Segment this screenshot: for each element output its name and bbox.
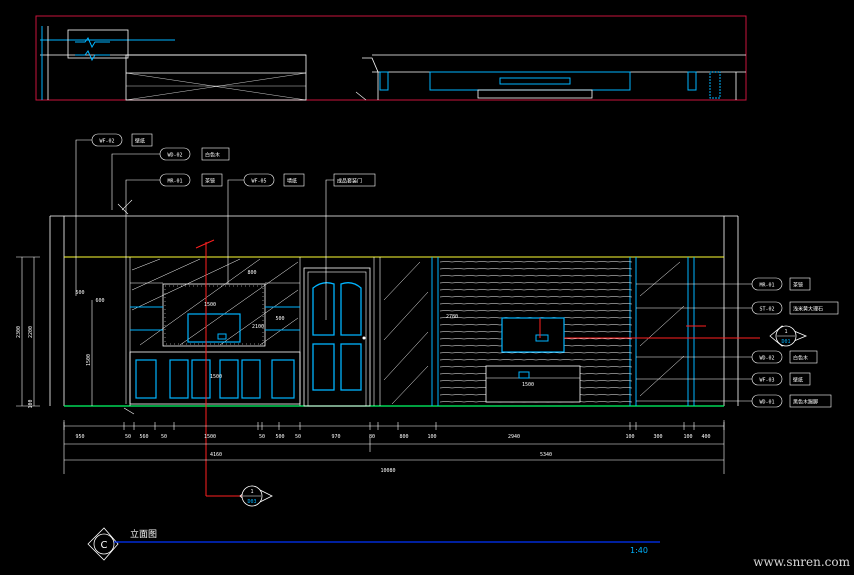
right-material-note-box (789, 277, 811, 291)
dimension-ticks (63, 422, 725, 430)
tv-console (485, 317, 581, 403)
ceiling-section-frame (35, 15, 747, 101)
section-callout-bottom: 1 D03 (239, 485, 273, 507)
dimension-value: 80 (369, 434, 375, 440)
dimension-value: 100 (625, 434, 634, 440)
right-material-note: 壁纸 (793, 377, 803, 384)
dimension-vertical: 2200 (28, 326, 34, 338)
right-material-note-box (789, 301, 839, 315)
dimension-value: 500 (275, 434, 284, 440)
dimension-value: 50 (259, 434, 265, 440)
marble-wall (439, 261, 633, 403)
elevation-outline (49, 215, 739, 407)
dimension-interior: 2780 (446, 314, 458, 320)
right-material-note-box (789, 372, 811, 386)
dimension-interior: 500 (275, 316, 284, 322)
dimension-vertical: 1500 (86, 354, 92, 366)
dimension-vertical: 2300 (16, 326, 22, 338)
annotation-leaders (75, 139, 334, 415)
dimension-texts: 950 50 560 50 1500 50 500 50 970 80 800 100 2940 100 3… (16, 270, 711, 474)
callout-bottom-number: 1 (250, 489, 253, 495)
material-note: 白色木 (205, 152, 220, 159)
right-material-tag (751, 350, 783, 364)
right-material-note: 茶镜 (793, 282, 803, 289)
dimension-value: 560 (139, 434, 148, 440)
dimension-interior: 2100 (252, 324, 264, 330)
dimension-interior: 1500 (210, 374, 222, 380)
callout-bottom-sheet: D03 (247, 499, 256, 505)
right-material-tag (751, 372, 783, 386)
material-tag-code: MR-01 (167, 179, 182, 185)
material-note: 墙纸 (287, 178, 297, 185)
drawing-scale: 1:40 (630, 546, 648, 555)
dimension-total: 5340 (540, 452, 552, 458)
dimension-vertical: 100 (28, 399, 34, 408)
material-tag (159, 147, 191, 161)
right-material-tag (751, 301, 783, 315)
dimension-value: 400 (701, 434, 710, 440)
dimension-value: 50 (125, 434, 131, 440)
callout-right-sheet: D01 (781, 339, 790, 345)
dimension-value: 970 (331, 434, 340, 440)
ceiling-section (35, 15, 747, 101)
right-material-code: ST-02 (759, 307, 774, 313)
right-material-note: 白色木 (793, 355, 808, 362)
material-tag-code: WF-05 (251, 179, 266, 185)
dimension-value: 1500 (204, 434, 216, 440)
right-material-code: WF-03 (759, 378, 774, 384)
dimension-value: 950 (75, 434, 84, 440)
right-material-note-box (789, 350, 818, 364)
right-material-note-box (789, 394, 832, 408)
cabinet-doors (135, 359, 295, 399)
material-note: 壁纸 (135, 138, 145, 145)
door (303, 267, 371, 407)
material-note-box (131, 133, 153, 147)
material-tag (91, 133, 123, 147)
drawing-title: 立面图 (130, 528, 157, 540)
material-tag (243, 173, 275, 187)
material-note-box (201, 173, 223, 187)
dimension-value: 100 (427, 434, 436, 440)
title-symbol: C (101, 540, 108, 551)
dimension-interior: 600 (95, 298, 104, 304)
right-material-note: 黑色木踢脚 (793, 399, 818, 406)
dimension-value: 300 (653, 434, 662, 440)
dimension-interior: 1500 (522, 382, 534, 388)
dimension-value: 50 (295, 434, 301, 440)
dimension-total: 4160 (210, 452, 222, 458)
dimension-lines (16, 256, 725, 474)
dimension-value: 50 (161, 434, 167, 440)
material-tag (159, 173, 191, 187)
right-material-code: WD-01 (759, 400, 774, 406)
mirror-panels (383, 261, 685, 405)
dimension-interior: 500 (75, 290, 84, 296)
material-note-box (201, 147, 230, 161)
right-material-note: 浅米黄大理石 (793, 306, 823, 313)
section-callout-right: 1 D01 (769, 325, 808, 347)
dimension-interior: 1500 (204, 302, 216, 308)
right-material-code: WD-02 (759, 356, 774, 362)
dimension-interior: 800 (247, 270, 256, 276)
dimension-value: 2940 (508, 434, 520, 440)
dimension-overall: 10080 (380, 468, 395, 474)
title-block: C 立面图 1:40 (87, 527, 660, 561)
dimension-value: 800 (399, 434, 408, 440)
right-tags: MR-01 茶镜 ST-02 浅米黄大理石 WD-02 白色木 WF-03 壁纸 WD-01 黑色… (636, 277, 839, 408)
cabinet (129, 258, 301, 405)
callout-right-number: 1 (784, 329, 787, 335)
right-material-tag (751, 394, 783, 408)
material-note: 成品套装门 (337, 178, 362, 185)
watermark: www.snren.com (753, 555, 850, 569)
material-tag-code: WF-02 (99, 139, 114, 145)
material-note: 茶镜 (205, 178, 215, 185)
dimension-value: 100 (683, 434, 692, 440)
material-note-box (333, 173, 376, 187)
right-material-tag (751, 277, 783, 291)
material-note-box (283, 173, 305, 187)
right-material-code: MR-01 (759, 283, 774, 289)
material-tag-code: WD-02 (167, 153, 182, 159)
section-lines (195, 239, 760, 497)
